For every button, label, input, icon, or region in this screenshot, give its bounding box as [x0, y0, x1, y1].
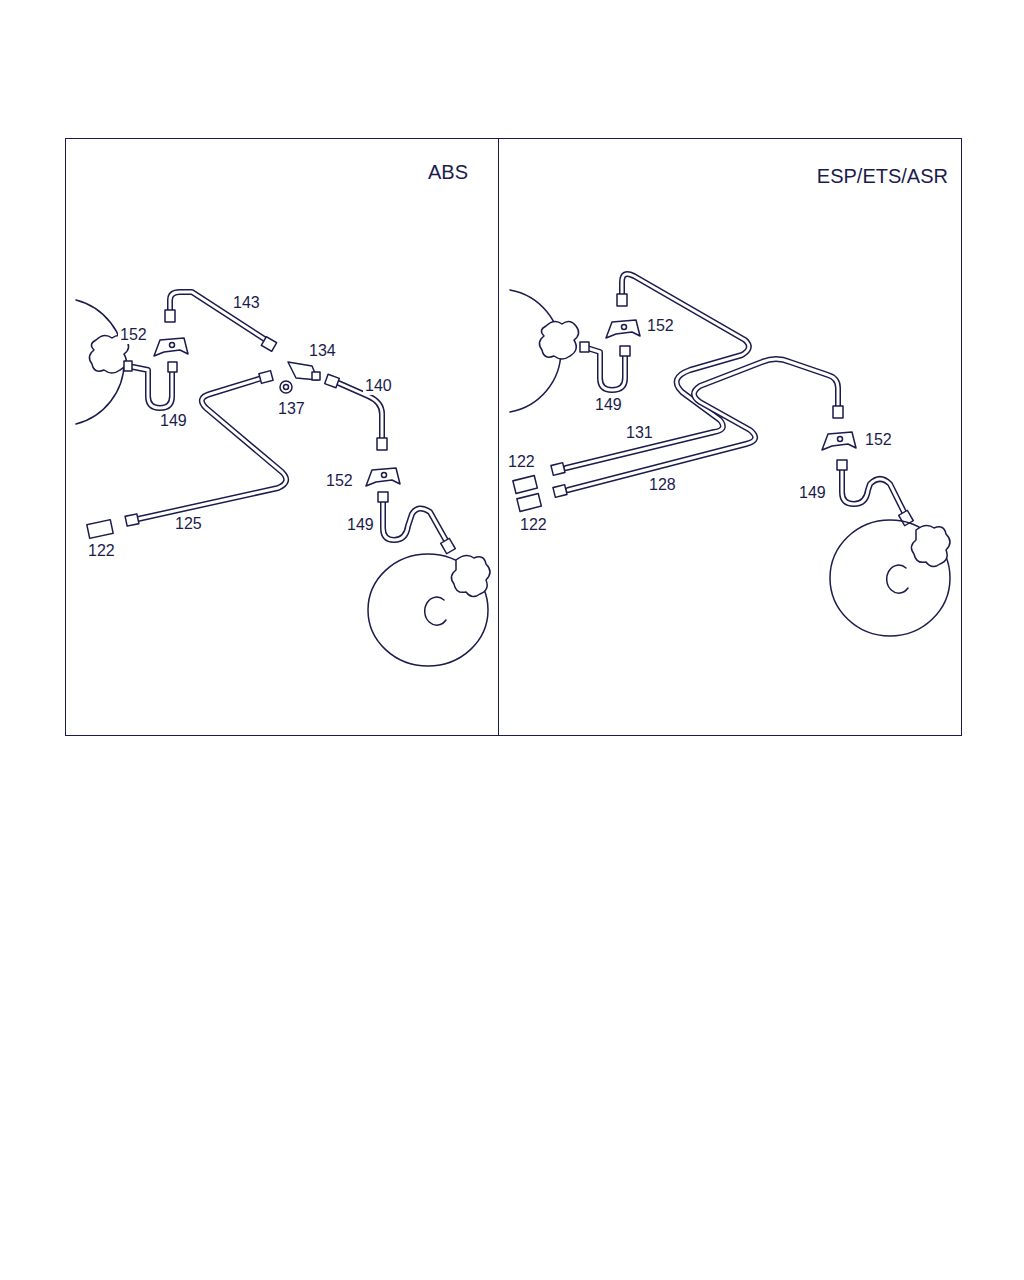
callout-number: 152 — [645, 317, 676, 335]
callout-number: 134 — [307, 342, 338, 360]
callout-number: 128 — [647, 476, 678, 494]
callout-number: 152 — [863, 431, 894, 449]
callout-number: 122 — [518, 516, 549, 534]
callout-number: 122 — [86, 542, 117, 560]
panel-heading: ABS — [428, 161, 468, 184]
callout-number: 131 — [624, 424, 655, 442]
callout-number: 143 — [231, 294, 262, 312]
callout-number: 122 — [506, 453, 537, 471]
callout-number: 140 — [363, 377, 394, 395]
callout-number: 125 — [173, 515, 204, 533]
callout-number: 149 — [345, 516, 376, 534]
callout-number: 152 — [324, 472, 355, 490]
panel-heading: ESP/ETS/ASR — [817, 165, 948, 188]
callout-number: 149 — [797, 484, 828, 502]
callout-number: 137 — [276, 400, 307, 418]
callout-number: 149 — [158, 412, 189, 430]
diagram-panel: ABS — [65, 138, 499, 736]
callout-number: 149 — [593, 396, 624, 414]
callout-number: 152 — [118, 326, 149, 344]
